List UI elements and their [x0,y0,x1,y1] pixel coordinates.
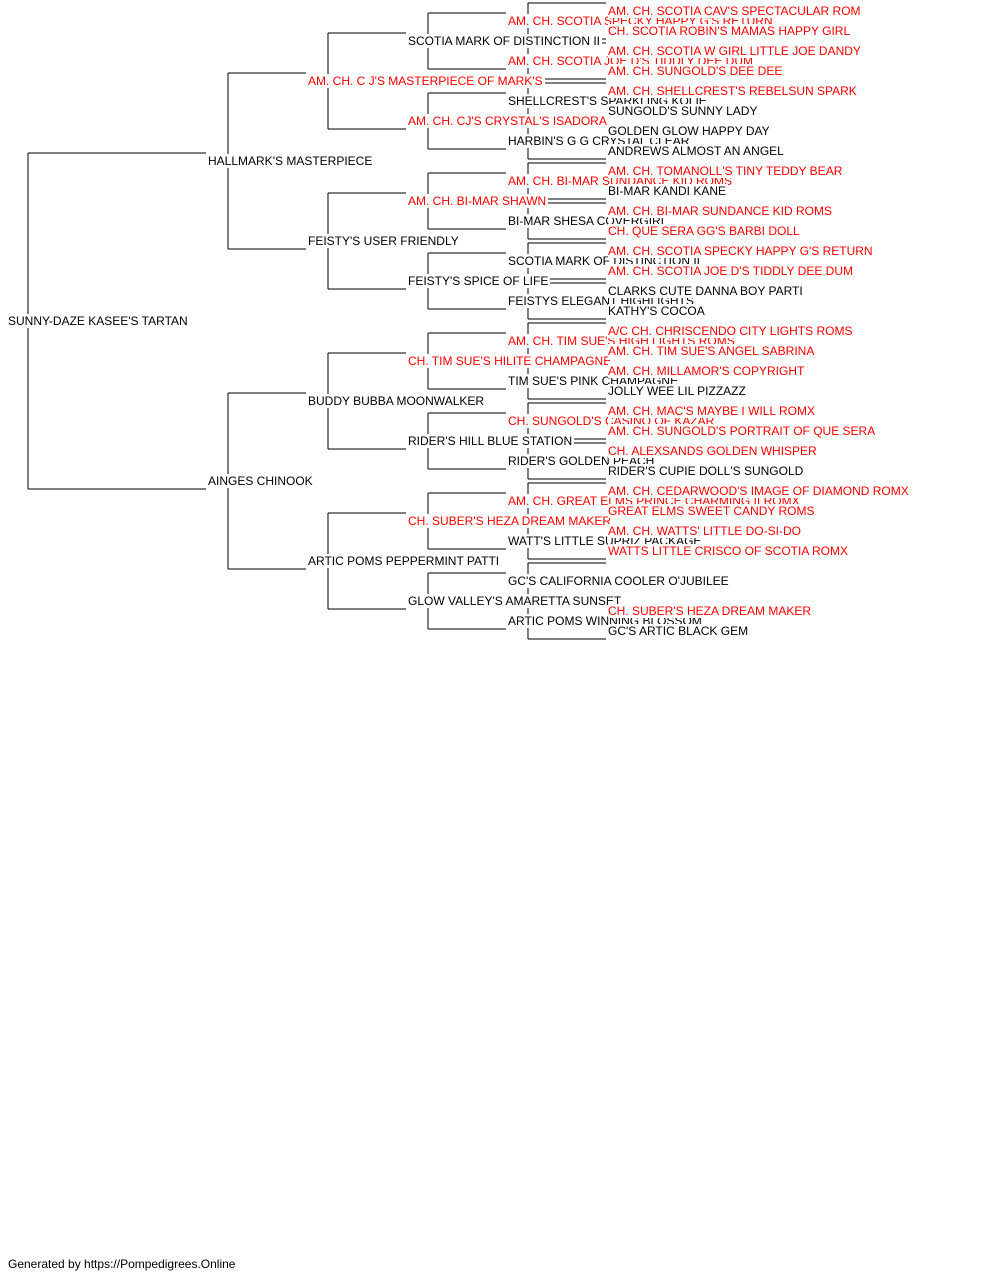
ancestor-name-gen5: CLARKS CUTE DANNA BOY PARTI [608,284,805,298]
ancestor-name-gen5: BI-MAR KANDI KANE [608,184,729,198]
ancestor-name-gen2: BUDDY BUBBA MOONWALKER [308,394,487,408]
ancestor-name-gen1: AINGES CHINOOK [208,474,315,488]
ancestor-name-gen5: CH. SCOTIA ROBIN'S MAMAS HAPPY GIRL [608,24,853,38]
ancestor-name-gen3: CH. SUBER'S HEZA DREAM MAKER [408,514,613,528]
ancestor-name-gen3: SCOTIA MARK OF DISTINCTION II [408,34,603,48]
ancestor-name-gen5: A/C CH. CHRISCENDO CITY LIGHTS ROMS [608,324,855,338]
ancestor-name-gen5: AM. CH. SHELLCREST'S REBELSUN SPARK [608,84,859,98]
ancestor-name-gen5: AM. CH. SCOTIA SPECKY HAPPY G'S RETURN [608,244,875,258]
ancestor-name-gen5: GREAT ELMS SWEET CANDY ROMS [608,504,817,518]
ancestor-name-gen5: SUNGOLD'S SUNNY LADY [608,104,760,118]
ancestor-name-gen3: CH. TIM SUE'S HILITE CHAMPAGNE [408,354,614,368]
ancestor-name-gen5: AM. CH. MAC'S MAYBE I WILL ROMX [608,404,817,418]
ancestor-name-gen5: AM. CH. SUNGOLD'S PORTRAIT OF QUE SERA [608,424,878,438]
ancestor-name-gen5: AM. CH. TIM SUE'S ANGEL SABRINA [608,344,817,358]
ancestor-name-gen2: FEISTY'S USER FRIENDLY [308,234,461,248]
ancestor-name-gen5: AM. CH. SCOTIA JOE D'S TIDDLY DEE DUM [608,264,855,278]
ancestor-name-gen1: HALLMARK'S MASTERPIECE [208,154,375,168]
ancestor-name-gen2: ARTIC POMS PEPPERMINT PATTI [308,554,502,568]
ancestor-name-gen3: AM. CH. CJ'S CRYSTAL'S ISADORA [408,114,609,128]
subject-dog-name: SUNNY-DAZE KASEE'S TARTAN [8,314,190,328]
ancestor-name-gen5: AM. CH. SUNGOLD'S DEE DEE [608,64,785,78]
ancestor-name-gen5: KATHY'S COCOA [608,304,707,318]
ancestor-name-gen5: CH. ALEXSANDS GOLDEN WHISPER [608,444,819,458]
ancestor-name-gen5: AM. CH. MILLAMOR'S COPYRIGHT [608,364,807,378]
ancestor-name-gen5: AM. CH. CEDARWOOD'S IMAGE OF DIAMOND ROM… [608,484,911,498]
ancestor-name-gen2: AM. CH. C J'S MASTERPIECE OF MARK'S [308,74,545,88]
ancestor-name-gen5: GOLDEN GLOW HAPPY DAY [608,124,772,138]
ancestor-name-gen3: RIDER'S HILL BLUE STATION [408,434,575,448]
ancestor-name-gen3: GLOW VALLEY'S AMARETTA SUNSET [408,594,624,608]
ancestor-name-gen4: GC'S CALIFORNIA COOLER O'JUBILEE [508,574,731,588]
ancestor-name-gen5: WATTS LITTLE CRISCO OF SCOTIA ROMX [608,544,851,558]
ancestor-name-gen5: AM. CH. BI-MAR SUNDANCE KID ROMS [608,204,835,218]
ancestor-name-gen3: AM. CH. BI-MAR SHAWN [408,194,549,208]
ancestor-name-gen5: AM. CH. SCOTIA CAV'S SPECTACULAR ROM [608,4,863,18]
ancestor-name-gen5: CH. SUBER'S HEZA DREAM MAKER [608,604,813,618]
ancestor-name-gen5: RIDER'S CUPIE DOLL'S SUNGOLD [608,464,806,478]
ancestor-name-gen5: AM. CH. SCOTIA W GIRL LITTLE JOE DANDY [608,44,863,58]
ancestor-name-gen5: AM. CH. WATTS' LITTLE DO-SI-DO [608,524,803,538]
ancestor-name-gen5: ANDREWS ALMOST AN ANGEL [608,144,786,158]
ancestor-name-gen3: FEISTY'S SPICE OF LIFE [408,274,551,288]
ancestor-name-gen5: AM. CH. TOMANOLL'S TINY TEDDY BEAR [608,164,845,178]
generated-by-footer: Generated by https://Pompedigrees.Online [8,1257,236,1271]
ancestor-name-gen5: JOLLY WEE LIL PIZZAZZ [608,384,748,398]
ancestor-name-gen5: GC'S ARTIC BLACK GEM [608,624,751,638]
ancestor-name-gen5: CH. QUE SERA GG'S BARBI DOLL [608,224,802,238]
